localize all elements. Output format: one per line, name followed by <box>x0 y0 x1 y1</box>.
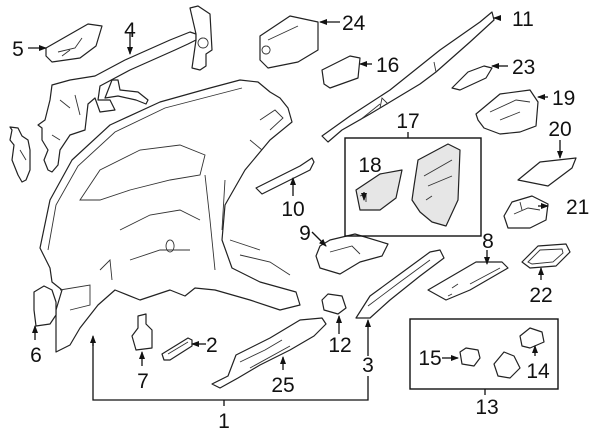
callout-3: 3 <box>362 354 374 377</box>
group-box-17 <box>344 132 482 237</box>
part-1-instrument-panel <box>39 79 301 353</box>
part-17-control-panel <box>411 143 461 227</box>
part-6-end-cap <box>33 285 57 327</box>
part-22-ring <box>521 243 571 269</box>
callout-15: 15 <box>418 347 441 370</box>
callout-labels: 1 2 3 4 5 6 7 8 9 10 11 12 13 14 15 16 1… <box>12 8 589 433</box>
group-box-13 <box>409 318 559 395</box>
part-20-mat <box>517 157 577 187</box>
callout-2: 2 <box>206 334 218 357</box>
callout-22: 22 <box>529 284 552 307</box>
part-16-panel <box>321 55 361 89</box>
callout-21: 21 <box>566 196 589 219</box>
callout-16: 16 <box>376 54 399 77</box>
callout-19: 19 <box>552 87 575 110</box>
callout-9: 9 <box>299 222 311 245</box>
callout-1: 1 <box>218 410 230 433</box>
callout-23: 23 <box>512 56 535 79</box>
part-7-switch <box>131 313 153 351</box>
callout-6: 6 <box>30 344 42 367</box>
part-15-bulb-socket <box>459 347 481 367</box>
part-25-lower-cover <box>211 317 327 389</box>
part-2-trim-strip <box>161 337 193 361</box>
callout-8: 8 <box>482 230 494 253</box>
callout-14: 14 <box>526 360 550 383</box>
part-19-switch-module <box>475 89 539 135</box>
part-3-side-rail <box>355 249 445 319</box>
callout-25: 25 <box>271 374 294 397</box>
callout-11: 11 <box>512 8 534 31</box>
part-4-crosscar-beam <box>9 5 213 183</box>
callout-7: 7 <box>137 370 149 393</box>
callout-20: 20 <box>548 118 571 141</box>
part-14-housing <box>493 351 521 379</box>
part-24-duct <box>259 15 319 69</box>
part-8-panel <box>427 261 509 301</box>
part-5-bracket <box>45 23 103 63</box>
part-21-holder <box>503 195 549 229</box>
callout-18: 18 <box>358 154 381 177</box>
leader-lines <box>28 15 563 406</box>
callout-12: 12 <box>328 334 351 357</box>
callout-5: 5 <box>12 38 24 61</box>
callout-4: 4 <box>124 19 136 42</box>
part-23-bracket <box>451 65 493 91</box>
part-10-trim-piece <box>255 157 315 195</box>
callout-10: 10 <box>281 198 304 221</box>
part-11-upper-trim <box>321 11 495 143</box>
callout-17: 17 <box>396 110 419 133</box>
part-14-socket <box>519 327 545 349</box>
part-9-panel <box>315 233 389 275</box>
callout-24: 24 <box>342 12 366 35</box>
callout-13: 13 <box>475 396 498 419</box>
part-12-clip <box>321 293 347 315</box>
